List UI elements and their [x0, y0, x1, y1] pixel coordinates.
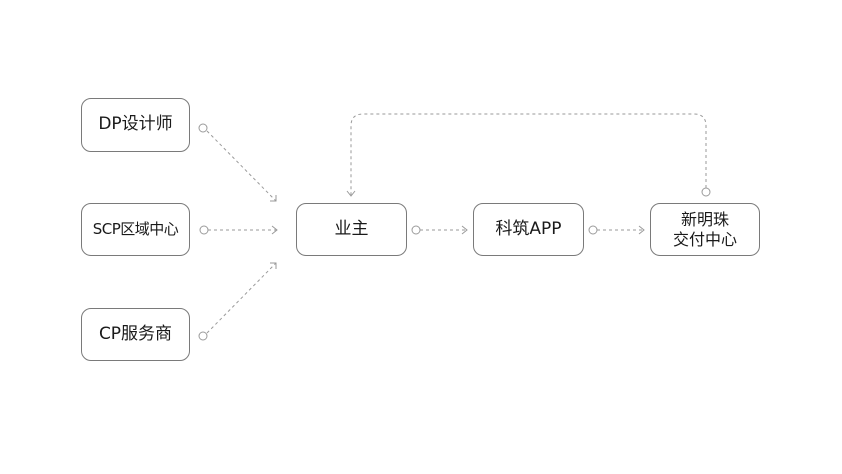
node-label: DP设计师: [98, 114, 173, 135]
edge-cp-to-owner: [198, 262, 277, 341]
node-label: 新明珠 交付中心: [672, 209, 737, 249]
node-owner: 业主: [296, 203, 407, 256]
edge-dp-to-owner: [198, 123, 277, 202]
node-kezhu-app: 科筑APP: [473, 203, 584, 256]
node-label: 业主: [334, 218, 369, 239]
node-cp-service-provider: CP服务商: [81, 308, 190, 361]
node-label: 科筑APP: [495, 218, 562, 239]
node-delivery-center: 新明珠 交付中心: [650, 203, 760, 256]
node-label: CP服务商: [98, 323, 173, 344]
node-label: SCP区域中心: [92, 220, 179, 239]
edge-owner-to-app: [411, 225, 468, 235]
node-dp-designer: DP设计师: [81, 98, 190, 152]
node-scp-regional-center: SCP区域中心: [81, 203, 190, 256]
edge-scp-to-owner: [199, 225, 278, 235]
edge-app-to-center: [588, 225, 645, 235]
edge-center-to-owner: [346, 113, 711, 197]
